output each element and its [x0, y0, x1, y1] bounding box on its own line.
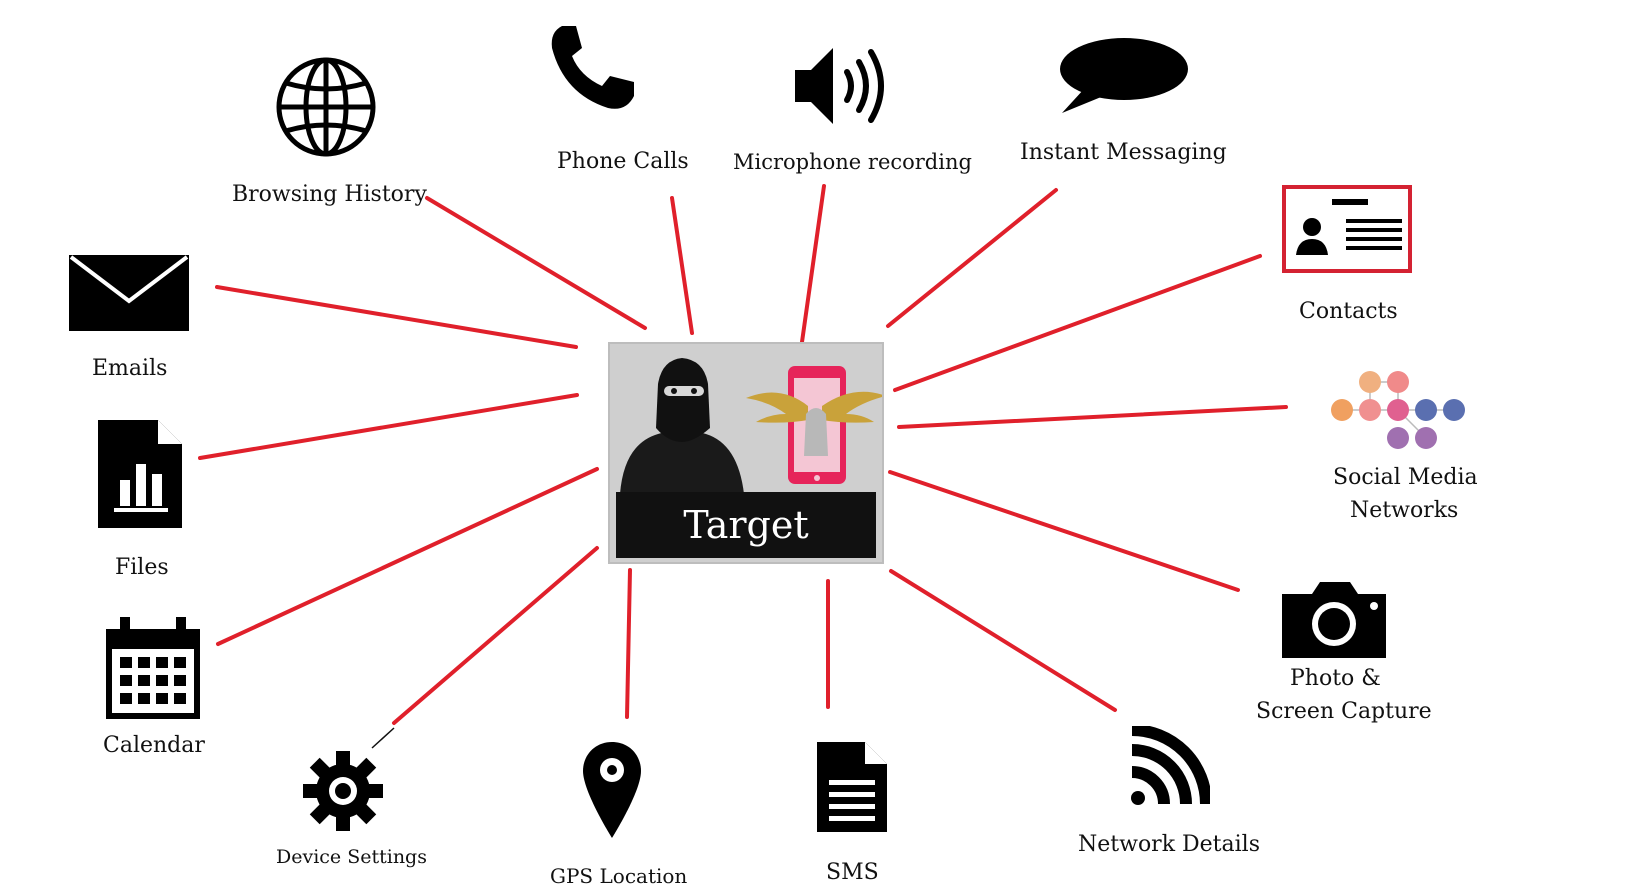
- calendar-label: Calendar: [103, 733, 205, 758]
- gps-location-label: GPS Location: [550, 864, 688, 888]
- phone-calls-label: Phone Calls: [557, 149, 689, 174]
- browsing-history-label: Browsing History: [232, 182, 427, 207]
- connector-contacts: [893, 254, 1262, 392]
- connector-microphone: [800, 184, 826, 344]
- photo-capture-label-line2: Screen Capture: [1256, 699, 1432, 724]
- connector-photo: [888, 470, 1240, 592]
- connector-network: [889, 569, 1117, 712]
- microphone-recording-label: Microphone recording: [733, 150, 972, 174]
- target-label: Target: [616, 492, 876, 558]
- connector-files: [198, 393, 579, 460]
- speaker-icon: [795, 48, 884, 124]
- speech-bubble-icon: [1060, 38, 1188, 113]
- connector-social: [897, 405, 1288, 429]
- connector-phone: [670, 196, 694, 335]
- map-pin-icon: [583, 742, 641, 838]
- envelope-icon: [69, 255, 189, 331]
- instant-messaging-label: Instant Messaging: [1020, 140, 1227, 165]
- connector-gps: [625, 568, 632, 719]
- chart-file-icon: [98, 420, 182, 528]
- contacts-label: Contacts: [1299, 299, 1398, 324]
- document-icon: [817, 742, 887, 832]
- device-settings-label: Device Settings: [276, 846, 427, 868]
- contact-card-icon: [1282, 185, 1412, 273]
- network-details-label: Network Details: [1078, 832, 1261, 857]
- phone-icon: [551, 26, 634, 109]
- connector-calendar: [216, 467, 599, 646]
- camera-icon: [1282, 582, 1386, 658]
- sms-label: SMS: [826, 860, 879, 885]
- emails-label: Emails: [92, 356, 168, 381]
- gear-icon: [303, 751, 383, 831]
- social-media-label-line1: Social Media: [1333, 465, 1478, 490]
- connector-settings: [392, 546, 599, 725]
- hacker-phone-illustration: [620, 358, 882, 494]
- globe-icon: [276, 57, 376, 157]
- social-media-label-line2: Networks: [1350, 498, 1459, 523]
- wifi-signal-icon: [1131, 726, 1210, 805]
- connector-browsing: [425, 196, 647, 330]
- photo-capture-label-line1: Photo &: [1290, 666, 1381, 691]
- connector-emails: [215, 285, 578, 349]
- calendar-icon: [106, 617, 200, 719]
- files-label: Files: [115, 555, 169, 580]
- social-network-icon: [1331, 371, 1465, 449]
- connector-messaging: [886, 188, 1058, 328]
- settings-arrow: [371, 727, 395, 749]
- target-box: Target: [608, 342, 884, 564]
